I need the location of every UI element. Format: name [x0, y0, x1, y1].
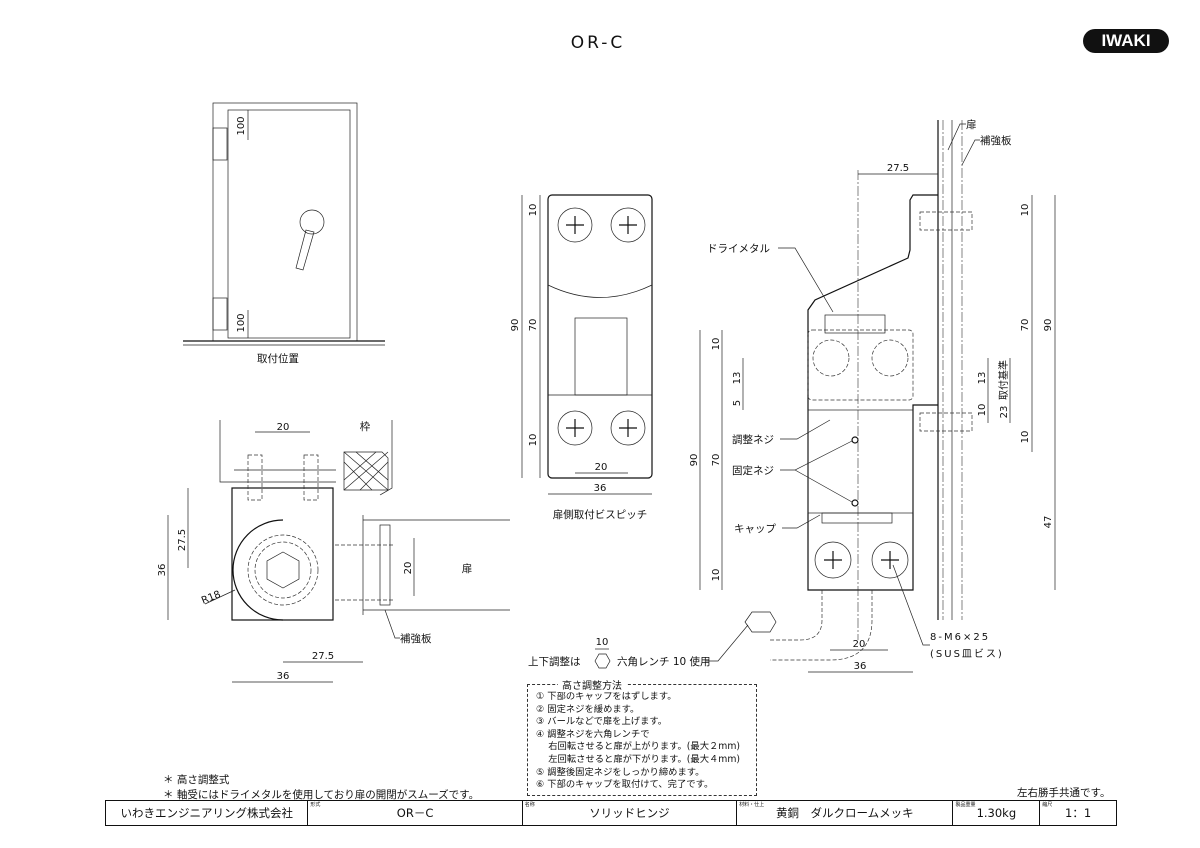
dim-total-90: 90: [510, 319, 521, 332]
dim-top-10: 10: [528, 204, 539, 217]
height-adjustment-procedure: 高さ調整方法 ① 下部のキャップをはずします。 ② 固定ネジを緩めます。 ③ バ…: [527, 677, 757, 796]
upper-hinge-icon: [212, 127, 228, 161]
company-name: いわきエンジニアリング株式会社: [120, 806, 293, 820]
scale-value: 1：1: [1065, 806, 1092, 820]
name-caption: 名称: [524, 802, 535, 808]
dim-width-36: 36: [594, 483, 607, 494]
title-block: いわきエンジニアリング株式会社 形式 OR－C 名称ソリッドヒンジ 材料・仕上黄銅…: [105, 800, 1117, 826]
dim-height-27-5: 27.5: [177, 529, 188, 551]
procedure-title: 高さ調整方法: [558, 677, 626, 692]
dim-left-90: 90: [689, 454, 700, 467]
screw-icon: [557, 410, 593, 446]
dim-right-90: 90: [1043, 319, 1054, 332]
brand-logo: IWAKI: [1083, 29, 1169, 53]
model-caption: 形式: [310, 802, 321, 808]
dim-left-10-top: 10: [711, 338, 722, 351]
dim-offset-27-5: 27.5: [887, 163, 909, 174]
dim-bottom-10: 10: [528, 434, 539, 447]
model-value: OR－C: [396, 806, 434, 820]
name-cell: 名称ソリッドヒンジ: [523, 801, 738, 825]
fix-screw-label: 固定ネジ: [732, 464, 774, 477]
dim-right-13: 13: [977, 372, 988, 385]
door-label: 扉: [966, 118, 977, 131]
wrench-note-prefix: 上下調整は: [528, 655, 581, 668]
drawing-title: OR-C: [571, 33, 626, 53]
company-cell: いわきエンジニアリング株式会社: [106, 801, 309, 825]
name-value: ソリッドヒンジ: [589, 806, 670, 820]
dim-top-100: 100: [236, 116, 247, 135]
door-view-caption: 扉側取付ビスピッチ: [553, 508, 648, 521]
screw-icon: [814, 541, 852, 579]
procedure-step: 右回転させると扉が上がります。(最大２mm): [536, 741, 741, 753]
material-cell: 材料・仕上黄銅 ダルクロームメッキ: [737, 801, 954, 825]
dim-bottom-20: 20: [853, 639, 866, 650]
procedure-step: ③ バールなどで扉を上げます。: [536, 716, 668, 728]
door-handle-icon: [295, 209, 325, 271]
dim-width-27-5: 27.5: [312, 651, 334, 662]
note-height-adjustable: ＊ 高さ調整式: [163, 774, 230, 786]
dim-right-47: 47: [1043, 516, 1054, 529]
wrench-size: 10: [596, 637, 609, 648]
wrench-note-suffix: 六角レンチ 10 使用: [617, 655, 711, 668]
material-value: 黄銅 ダルクロームメッキ: [775, 806, 914, 820]
dim-left-13: 13: [732, 372, 743, 385]
mounting-reference-label: 取付基準: [997, 360, 1010, 400]
hinge-side-view: 扉 補強板 27.5 ドライメタル 調整ネジ 固定ネジ キャップ 90 70 1…: [689, 118, 1056, 673]
door-label: 扉: [462, 562, 473, 575]
dim-bottom-36: 36: [854, 661, 867, 672]
dry-metal-label: ドライメタル: [707, 243, 770, 255]
dim-left-70: 70: [711, 454, 722, 467]
plate-label: 補強板: [980, 134, 1012, 147]
handedness-note: 左右勝手共通です。: [1017, 787, 1111, 799]
dim-height-36: 36: [157, 564, 168, 577]
procedure-step: 左回転させると扉が下がります。(最大４mm): [536, 753, 741, 765]
screw-spec-label: 8-M6×25: [930, 632, 990, 643]
screw-icon: [871, 541, 909, 579]
procedure-step: ② 固定ネジを緩めます。: [536, 703, 640, 715]
dim-left-10-bottom: 10: [711, 569, 722, 582]
dim-right-23: 23: [999, 406, 1010, 419]
screw-icon: [610, 207, 646, 243]
scale-caption: 縮尺: [1042, 802, 1053, 808]
dim-bottom-100: 100: [236, 313, 247, 332]
plan-view: 20 枠 27.5 36 20 扉 R18 補強板 27.5 36: [157, 420, 510, 683]
weight-value: 1.30kg: [976, 806, 1017, 820]
dim-screw-pitch: 20: [277, 422, 290, 433]
cap-label: キャップ: [734, 523, 776, 535]
screw-type-label: (SUS皿ビス): [930, 648, 1004, 660]
weight-caption: 製品重量: [955, 802, 976, 808]
install-caption: 取付位置: [257, 352, 299, 365]
wrench-note: 上下調整は 10 六角レンチ 10 使用: [528, 624, 749, 669]
lower-hinge-icon: [212, 297, 228, 331]
dim-mid-70: 70: [528, 319, 539, 332]
dim-right-70: 70: [1020, 319, 1031, 332]
dim-door-pitch: 20: [403, 562, 414, 575]
plate-label: 補強板: [400, 632, 432, 645]
note-dry-metal: ＊ 軸受にはドライメタルを使用しており扉の開閉がスムーズです。: [163, 789, 480, 801]
procedure-step: ① 下部のキャップをはずします。: [536, 691, 677, 702]
hex-wrench-icon: [744, 611, 777, 633]
dim-left-5: 5: [732, 400, 743, 406]
model-cell: 形式 OR－C: [308, 801, 523, 825]
adjust-screw-label: 調整ネジ: [732, 433, 774, 446]
door-side-screw-pitch-view: 90 10 70 10 20 36 扉側取付ビスピッチ: [510, 194, 653, 521]
dim-pitch-20: 20: [595, 462, 608, 473]
hexagon-icon: [594, 653, 611, 669]
procedure-step: ④ 調整ネジを六角レンチで: [536, 728, 650, 740]
screw-icon: [557, 207, 593, 243]
scale-cell: 縮尺 1：1: [1040, 801, 1116, 825]
frame-label: 枠: [360, 420, 371, 433]
procedure-step: ⑥ 下部のキャップを取付けて、完了です。: [536, 779, 714, 791]
dim-right-10: 10: [977, 404, 988, 417]
dim-width-36: 36: [277, 671, 290, 682]
dim-right-10-top: 10: [1020, 204, 1031, 217]
dim-right-10-bottom: 10: [1020, 431, 1031, 444]
material-caption: 材料・仕上: [739, 802, 765, 808]
install-position-view: 100 100 取付位置: [183, 102, 385, 365]
procedure-step: ⑤ 調整後固定ネジをしっかり締めます。: [536, 766, 705, 778]
screw-icon: [610, 410, 646, 446]
radius-label: R18: [200, 589, 222, 607]
